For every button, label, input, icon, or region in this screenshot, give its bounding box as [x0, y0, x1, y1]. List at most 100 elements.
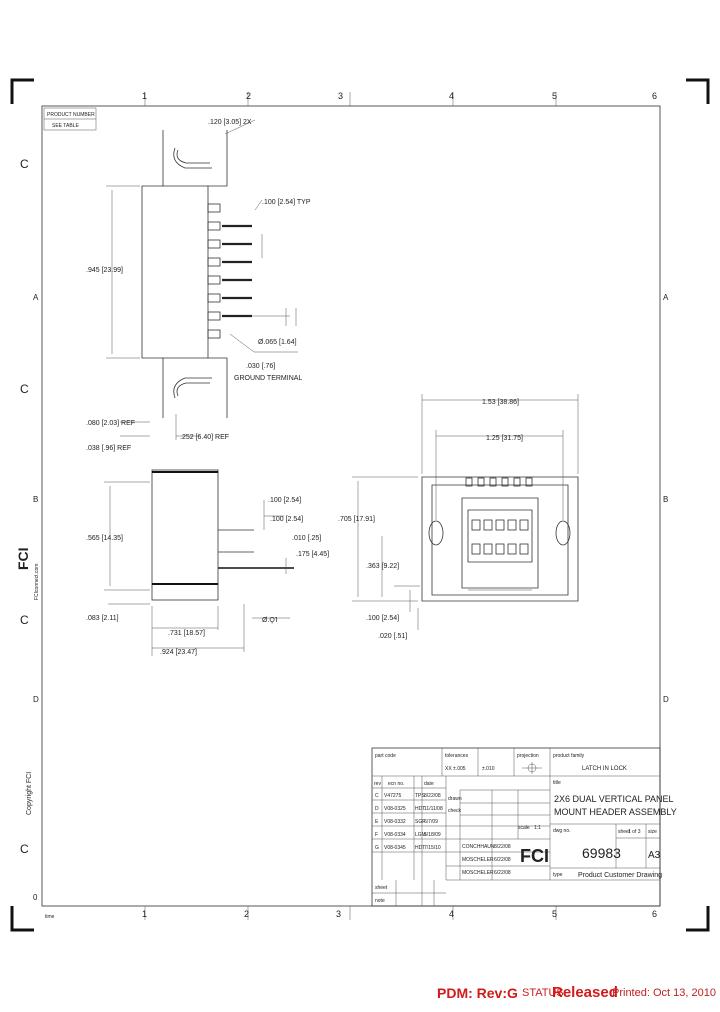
- svg-text:D: D: [33, 695, 39, 704]
- svg-text:PRODUCT NUMBER: PRODUCT NUMBER: [47, 112, 95, 118]
- svg-text:.083 [2.11]: .083 [2.11]: [86, 615, 119, 622]
- col-marker: 5: [552, 91, 557, 101]
- product-number-box: PRODUCT NUMBER SEE TABLE: [43, 107, 97, 131]
- svg-text:LATCH IN LOCK: LATCH IN LOCK: [582, 766, 627, 772]
- svg-text:type: type: [553, 872, 563, 878]
- svg-text:size: size: [648, 829, 657, 835]
- svg-text:date: date: [424, 781, 434, 787]
- svg-text:.100 [2.54]: .100 [2.54]: [270, 516, 303, 523]
- revision-cell: D: [375, 806, 379, 812]
- svg-text:dwg no.: dwg no.: [553, 828, 571, 834]
- row-markers: C A C B C D C 0 A B D: [20, 157, 669, 902]
- svg-text:MOUNT HEADER ASSEMBLY: MOUNT HEADER ASSEMBLY: [554, 807, 677, 817]
- svg-text:.100 [2.54]: .100 [2.54]: [366, 615, 399, 622]
- svg-text:B: B: [33, 495, 38, 504]
- title-block: [371, 747, 661, 907]
- svg-text:.175 [4.45]: .175 [4.45]: [296, 551, 329, 558]
- svg-text:check: check: [448, 808, 462, 814]
- copyright-side-label: Copyright FCI: [26, 772, 33, 815]
- svg-text:C: C: [20, 157, 29, 171]
- revision-cell: V08-0332: [384, 819, 406, 825]
- svg-text:.363 [9.22]: .363 [9.22]: [366, 563, 399, 570]
- svg-text:1.25 [31.75]: 1.25 [31.75]: [486, 435, 523, 442]
- svg-text:.030 [.76]: .030 [.76]: [246, 363, 275, 370]
- revision-cell: TPS: [415, 793, 425, 799]
- svg-text:.038 [.96] REF: .038 [.96] REF: [86, 445, 131, 452]
- column-ticks: [144, 92, 557, 920]
- svg-text:.252 [6.40] REF: .252 [6.40] REF: [180, 434, 229, 441]
- col-marker: 6: [652, 91, 657, 101]
- svg-text:drawn: drawn: [448, 796, 462, 802]
- revision-cell: HDT: [415, 806, 425, 812]
- revision-cell: V08-0345: [384, 845, 406, 851]
- title-block-text: part code tolerances XX ±.005 ±.010 proj…: [374, 753, 677, 904]
- svg-text:XX ±.005: XX ±.005: [445, 766, 466, 772]
- svg-text:FCIconnect.com: FCIconnect.com: [34, 564, 40, 600]
- svg-text:Ø.065 [1.64]: Ø.065 [1.64]: [258, 339, 297, 346]
- pdm-revision: PDM: Rev:G: [437, 985, 518, 1001]
- svg-text:sheet: sheet: [375, 885, 388, 891]
- col-marker: 2: [246, 91, 251, 101]
- fci-logo: FCI: [520, 846, 549, 866]
- svg-text:0: 0: [33, 893, 38, 902]
- end-view: [352, 394, 579, 630]
- svg-text:1 of 3: 1 of 3: [628, 829, 641, 835]
- side-view-dims: .565 [14.35] .100 [2.54] .100 [2.54] .01…: [86, 497, 329, 656]
- svg-text:.924 [23.47]: .924 [23.47]: [160, 649, 197, 656]
- revision-cell: 8/22/08: [424, 793, 441, 799]
- svg-text:C: C: [20, 842, 29, 856]
- svg-text:B: B: [663, 495, 668, 504]
- svg-text:product family: product family: [553, 753, 585, 759]
- revision-cell: 11/11/08: [424, 806, 443, 812]
- revision-cell: 6/7/09: [424, 819, 438, 825]
- column-markers-bottom: 1 2 3 4 5 6: [142, 909, 657, 919]
- svg-text:Product Customer Drawing: Product Customer Drawing: [578, 872, 662, 879]
- side-view: [104, 469, 294, 656]
- svg-text:.100 [2.54] TYP: .100 [2.54] TYP: [262, 199, 311, 206]
- svg-text:.100 [2.54]: .100 [2.54]: [268, 497, 301, 504]
- corner-marks: [10, 78, 710, 932]
- svg-text:69983: 69983: [582, 845, 621, 861]
- revision-cell: LGM: [415, 832, 426, 838]
- svg-text:.565 [14.35]: .565 [14.35]: [86, 535, 123, 542]
- revision-cell: V47275: [384, 793, 401, 799]
- signature-cell: 8/22/08: [494, 844, 511, 850]
- status-value: Released: [552, 984, 618, 1001]
- svg-text:A: A: [663, 293, 669, 302]
- revision-cell: G: [375, 845, 379, 851]
- front-view-dims: .120 [3.05] 2X .100 [2.54] TYP .945 [23.…: [86, 119, 311, 452]
- svg-text:.731 [18.57]: .731 [18.57]: [168, 630, 205, 637]
- printed-date: Printed: Oct 13, 2010: [612, 987, 716, 999]
- svg-text:A3: A3: [648, 850, 661, 861]
- col-marker: 4: [449, 91, 454, 101]
- col-marker: 3: [336, 909, 341, 919]
- svg-text:GROUND TERMINAL: GROUND TERMINAL: [234, 375, 302, 382]
- column-markers-top: 1 2 3 4 5 6: [142, 91, 657, 101]
- fci-side-logo: FCI FCIconnect.com: [15, 547, 40, 600]
- signature-cell: MOSCHELER: [462, 857, 494, 863]
- col-marker: 1: [142, 909, 147, 919]
- svg-text:A: A: [33, 293, 39, 302]
- col-marker: 1: [142, 91, 147, 101]
- front-view: [106, 119, 298, 440]
- col-marker: 3: [338, 91, 343, 101]
- outer-border: [41, 105, 661, 907]
- signature-cell: 6/22/08: [494, 857, 511, 863]
- svg-text:sheet: sheet: [618, 829, 631, 835]
- svg-text:2X6 DUAL VERTICAL PANEL: 2X6 DUAL VERTICAL PANEL: [554, 794, 674, 804]
- svg-text:note: note: [375, 898, 385, 904]
- revision-cell: SGF: [415, 819, 425, 825]
- svg-text:±.010: ±.010: [482, 766, 495, 772]
- revision-cell: 7/15/10: [424, 845, 441, 851]
- revision-cell: C: [375, 793, 379, 799]
- svg-text:.120 [3.05] 2X: .120 [3.05] 2X: [208, 119, 252, 126]
- svg-text:.705 [17.91]: .705 [17.91]: [338, 516, 375, 523]
- svg-text:rev: rev: [374, 781, 381, 787]
- svg-text:title: title: [553, 780, 561, 786]
- svg-text:tolerances: tolerances: [445, 753, 469, 759]
- col-marker: 5: [552, 909, 557, 919]
- time-note: time: [45, 914, 55, 920]
- signature-cell: MOSCHELER: [462, 870, 494, 876]
